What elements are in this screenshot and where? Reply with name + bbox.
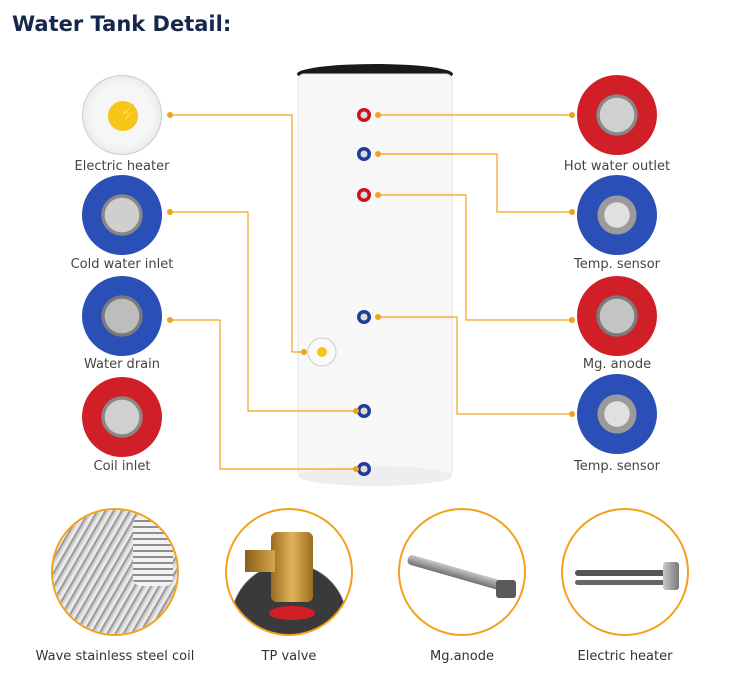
wave-stainless-steel-coil-image — [51, 508, 179, 636]
cold-water-inlet-icon — [82, 175, 162, 255]
bottom-label-mg-anode: Mg.anode — [429, 649, 494, 664]
left-label-coil-inlet: Coil inlet — [93, 459, 151, 474]
temp-sensor-2-icon — [577, 374, 657, 454]
left-label-water-drain: Water drain — [84, 357, 160, 372]
bottom-label-electric-heater: Electric heater — [577, 649, 673, 664]
tp-valve-image — [225, 508, 353, 636]
tank-ports — [307, 108, 371, 476]
bottom-label-tp-valve: TP valve — [261, 649, 317, 664]
right-label-temp-sensor-2: Temp. sensor — [574, 459, 660, 474]
bottom-label-wave-coil: Wave stainless steel coil — [35, 649, 195, 664]
mg-anode-icon — [577, 276, 657, 356]
water-tank — [297, 64, 453, 486]
hot-water-outlet-icon — [577, 75, 657, 155]
water-drain-icon — [82, 276, 162, 356]
page-title: Water Tank Detail: — [12, 12, 232, 36]
left-label-electric-heater: Electric heater — [74, 159, 170, 174]
right-label-hot-water-outlet: Hot water outlet — [563, 159, 671, 174]
mg-anode-image — [398, 508, 526, 636]
connector-lines — [170, 114, 572, 470]
electric-heater-icon: ⚡ — [82, 75, 162, 155]
electric-heater-image — [561, 508, 689, 636]
right-label-temp-sensor: Temp. sensor — [574, 257, 660, 272]
right-label-mg-anode: Mg. anode — [582, 357, 652, 372]
coil-inlet-icon — [82, 377, 162, 457]
temp-sensor-icon — [577, 175, 657, 255]
connector-dots — [167, 112, 575, 472]
left-label-cold-water-inlet: Cold water inlet — [70, 257, 174, 272]
